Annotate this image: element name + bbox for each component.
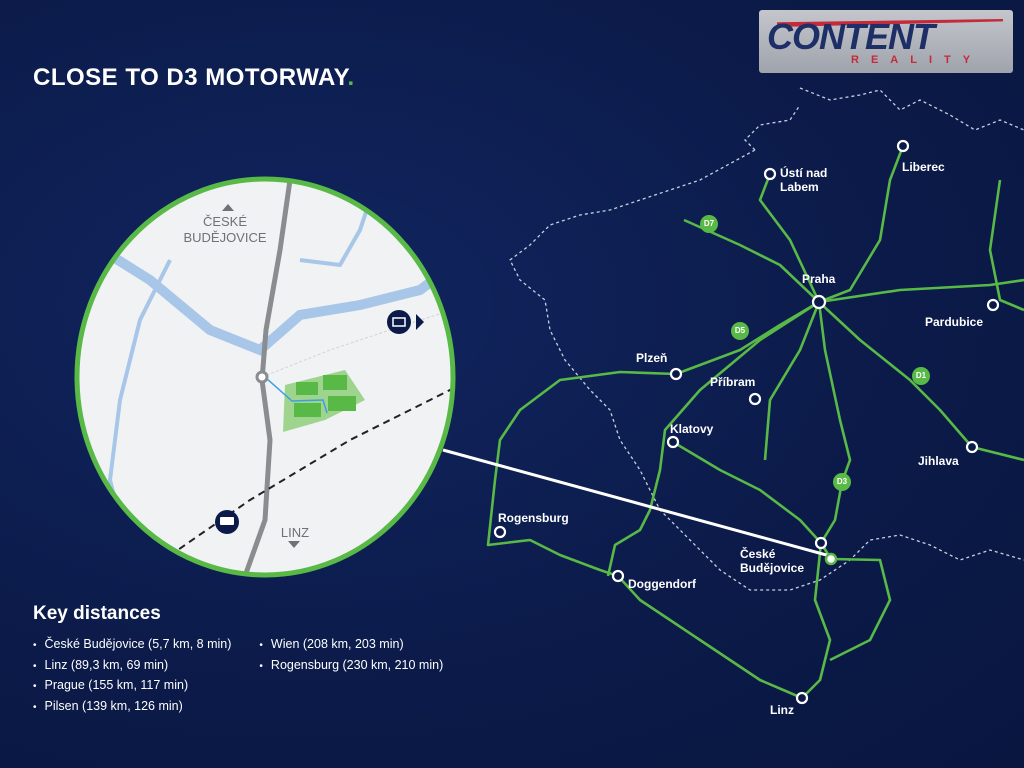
country-border — [509, 87, 1024, 591]
city-dot-linz — [795, 691, 809, 705]
city-dot-klatovy — [666, 435, 680, 449]
list-item: Prague (155 km, 117 min) — [33, 676, 231, 697]
city-label-plzen: Plzeň — [636, 351, 668, 365]
page-title: CLOSE TO D3 MOTORWAY. — [33, 64, 355, 91]
city-dot-pribram — [748, 392, 762, 406]
connector-line — [442, 448, 831, 558]
arrow-right-icon — [416, 314, 424, 330]
city-dot-budejovice — [814, 536, 828, 550]
list-item: Linz (89,3 km, 69 min) — [33, 656, 231, 677]
city-label-liberec: Liberec — [902, 160, 945, 174]
list-item: Wien (208 km, 203 min) — [259, 635, 443, 656]
city-label-jihlava: Jihlava — [918, 454, 959, 468]
list-item: Pilsen (139 km, 126 min) — [33, 697, 231, 718]
arrow-down-icon — [288, 541, 300, 548]
customs-icon — [387, 310, 411, 334]
city-label-rogensburg: Rogensburg — [498, 511, 569, 525]
inset-north-label: ČESKÉ BUDĚJOVICE — [183, 214, 267, 245]
city-label-usti: Ústí nad Labem — [780, 166, 828, 194]
city-dot-jihlava — [965, 440, 979, 454]
city-dot-praha — [811, 294, 827, 310]
distance-list-1: České Budějovice (5,7 km, 8 min) Linz (8… — [33, 635, 232, 718]
site-marker — [824, 552, 838, 566]
inset-border — [74, 176, 456, 578]
city-label-budejovice: České Budějovice — [740, 547, 805, 575]
city-dot-liberec — [896, 139, 910, 153]
city-label-pribram: Příbram — [710, 375, 756, 389]
city-dot-pardubice — [986, 298, 1000, 312]
city-label-linz: Linz — [770, 703, 794, 717]
city-dot-plzen — [669, 367, 683, 381]
key-distances: Key distances České Budějovice (5,7 km, … — [33, 603, 443, 717]
city-label-klatovy: Klatovy — [670, 422, 714, 436]
road-badge-d1: D1 — [912, 367, 930, 385]
city-label-doggendorf: Doggendorf — [628, 577, 696, 591]
logo: CONTENT REALITY — [759, 10, 1013, 73]
city-label-pardubice: Pardubice — [925, 315, 984, 329]
city-label-praha: Praha — [802, 272, 836, 286]
city-dot-rogensburg — [493, 525, 507, 539]
list-item: České Budějovice (5,7 km, 8 min) — [33, 635, 232, 656]
key-distances-heading: Key distances — [33, 603, 161, 624]
roads — [486, 145, 1024, 700]
list-item: Rogensburg (230 km, 210 min) — [259, 656, 443, 677]
city-markers — [493, 139, 1000, 705]
road-badge-d3: D3 — [833, 473, 851, 491]
road-badge-d5: D5 — [731, 322, 749, 340]
distance-list-2: Wien (208 km, 203 min) Rogensburg (230 k… — [259, 635, 443, 717]
road-badge-d7: D7 — [700, 215, 718, 233]
arrow-up-icon — [222, 204, 234, 211]
city-dot-usti — [763, 167, 777, 181]
inset-south-label: LINZ — [280, 525, 310, 540]
city-dot-doggendorf — [611, 569, 625, 583]
